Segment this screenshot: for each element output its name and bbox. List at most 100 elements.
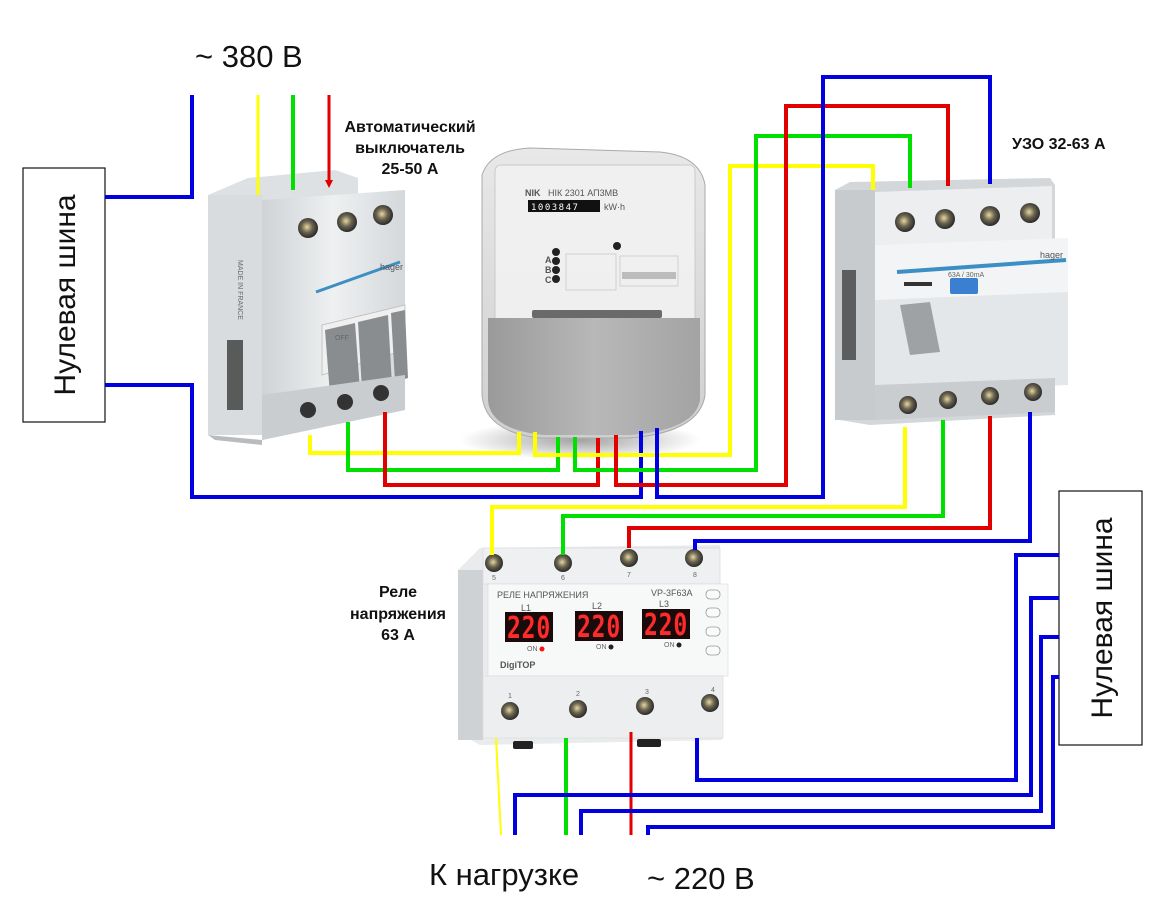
relay-led-l2	[608, 644, 614, 650]
relay-value-l2: 220	[577, 610, 621, 645]
breaker-bottom-terminal	[373, 385, 389, 401]
wire-phase-c-rcd-relay	[627, 416, 992, 548]
relay-top-terminal-label: 5	[492, 575, 496, 582]
wire-phase-a-load	[495, 737, 502, 836]
relay-on-l1: ON	[527, 646, 538, 653]
rcd-top-terminal	[980, 206, 1000, 226]
breaker-side-text: MADE IN FRANCE	[236, 260, 243, 320]
wire-neutral-load-2	[579, 635, 1059, 835]
breaker-blue-strip	[315, 260, 401, 294]
relay-top-terminal-label: 8	[693, 572, 697, 579]
meter-counter	[528, 200, 600, 212]
meter-brand: NIK	[525, 188, 541, 198]
relay-label-line1: Реле	[379, 584, 417, 601]
breaker-label-line1: Автоматический	[344, 119, 475, 136]
relay-led-l3	[676, 642, 682, 648]
supply-380-label: ~ 380 В	[195, 39, 303, 74]
circuit-breaker: MADE IN FRANCE hager OFF	[208, 170, 408, 445]
relay-l1-label: L1	[521, 603, 531, 613]
relay-top-terminal	[620, 549, 638, 567]
relay-bottom-terminal-label: 2	[576, 691, 580, 698]
rcd: hager 63A / 30mA	[835, 178, 1068, 425]
breaker-brand: hager	[380, 262, 403, 272]
relay-label-line2: напряжения	[350, 606, 446, 623]
voltage-relay: 5 6 7 8 РЕЛЕ НАПРЯЖЕНИЯ VP-3F63A L1 L2 L…	[458, 545, 729, 749]
relay-display-l2	[575, 611, 623, 641]
wire-phase-c-meter-rcd	[614, 104, 950, 487]
meter-reading: 1003847	[531, 203, 579, 213]
relay-display-l3	[642, 609, 690, 639]
wire-phase-c-breaker-meter	[383, 412, 600, 487]
relay-l3-label: L3	[659, 599, 669, 609]
rcd-bottom-terminal	[939, 391, 957, 409]
wire-phase-a-rcd-relay	[490, 427, 907, 555]
rcd-bottom-terminal	[981, 387, 999, 405]
wire-neutral-bus-meter	[105, 383, 643, 499]
arrow-icon	[325, 180, 333, 188]
rcd-test-button[interactable]	[950, 278, 978, 294]
energy-meter: NIK НІК 2301 АП3МВ 1003847 kW·h A B C	[460, 147, 706, 460]
relay-label-line3: 63 А	[381, 627, 415, 644]
load-label: К нагрузке	[429, 857, 579, 892]
relay-led-l1	[539, 646, 545, 652]
supply-220-label: ~ 220 В	[647, 861, 755, 896]
meter-phase-a: A	[545, 255, 552, 265]
relay-top-terminal-label: 7	[627, 572, 631, 579]
wire-phase-b-meter-rcd	[573, 134, 912, 472]
wire-neutral-load-3	[646, 675, 1059, 835]
breaker-bottom-terminal	[337, 394, 353, 410]
wire-neutral-meter-rcd	[655, 75, 992, 499]
relay-value-l1: 220	[507, 611, 551, 646]
relay-model: VP-3F63A	[651, 588, 693, 598]
neutral-bus-left: Нулевая шина	[22, 167, 106, 423]
rcd-top-terminal	[935, 209, 955, 229]
wire-phase-a-meter-rcd	[533, 164, 875, 457]
relay-bottom-terminal-label: 4	[711, 687, 715, 694]
breaker-top-terminal	[337, 212, 357, 232]
relay-button[interactable]	[705, 607, 721, 618]
relay-display-l1	[505, 612, 553, 642]
rcd-brand: hager	[1040, 250, 1063, 260]
relay-title: РЕЛЕ НАПРЯЖЕНИЯ	[497, 590, 588, 600]
breaker-barcode	[227, 340, 243, 410]
neutral-bus-left-label: Нулевая шина	[49, 194, 82, 395]
rcd-top-terminal	[1020, 203, 1040, 223]
rcd-top-terminal	[895, 212, 915, 232]
relay-bottom-terminal	[636, 697, 654, 715]
neutral-bus-right-label: Нулевая шина	[1086, 517, 1119, 718]
relay-button[interactable]	[705, 645, 721, 656]
wires	[105, 75, 1059, 836]
breaker-label-line2: выключатель	[355, 140, 465, 157]
breaker-label-line3: 25-50 А	[382, 161, 439, 178]
relay-value-l3: 220	[644, 608, 688, 643]
wire-neutral-relay-bus	[695, 553, 1059, 782]
rcd-bottom-terminal	[899, 396, 917, 414]
rcd-rating: 63A / 30mA	[948, 272, 985, 279]
wire-neutral-in	[105, 95, 194, 199]
relay-bottom-terminal-label: 1	[508, 693, 512, 700]
meter-barcode	[622, 272, 676, 279]
breaker-bottom-terminal	[300, 402, 316, 418]
wire-phase-b-rcd-relay	[561, 420, 945, 555]
relay-on-l3: ON	[664, 642, 675, 649]
meter-phase-b: B	[545, 265, 552, 275]
rcd-lever[interactable]	[900, 302, 940, 355]
relay-button[interactable]	[705, 626, 721, 637]
relay-top-terminal	[685, 549, 703, 567]
breaker-switch-label: OFF	[335, 335, 349, 342]
rcd-label: УЗО 32-63 А	[1012, 136, 1106, 153]
neutral-bus-right: Нулевая шина	[1058, 490, 1143, 746]
rcd-blue-strip	[896, 258, 1067, 274]
relay-top-terminal-label: 6	[561, 575, 565, 582]
wire-phase-a-breaker-meter	[308, 432, 521, 455]
meter-model: НІК 2301 АП3МВ	[548, 188, 618, 198]
relay-l2-label: L2	[592, 601, 602, 611]
wire-neutral-load-1	[513, 596, 1059, 835]
relay-button[interactable]	[705, 589, 721, 600]
relay-bottom-terminal	[701, 694, 719, 712]
breaker-top-terminal	[373, 205, 393, 225]
relay-bottom-terminal-label: 3	[645, 689, 649, 696]
relay-brand: DigiTOP	[500, 660, 535, 670]
relay-top-terminal	[485, 554, 503, 572]
